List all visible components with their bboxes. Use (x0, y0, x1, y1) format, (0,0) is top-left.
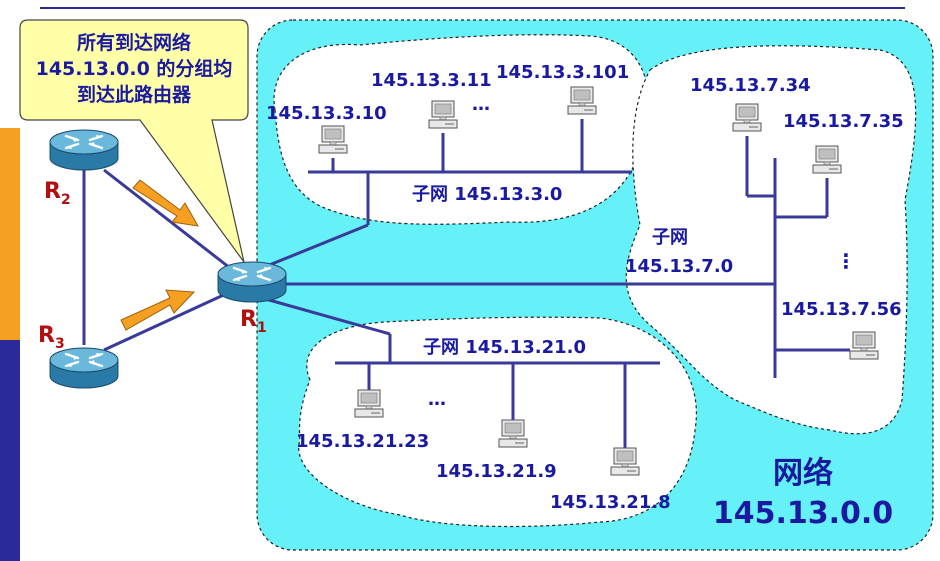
computer-icon (498, 419, 528, 448)
router-label-r2: R2 (44, 179, 71, 208)
callout-line: 到达此路由器 (77, 83, 192, 106)
links (82, 165, 775, 363)
host-label: 145.13.3.101 (496, 62, 629, 83)
host-label: 145.13.21.8 (550, 492, 671, 513)
router-icon (216, 260, 288, 304)
callout-box (19, 19, 249, 263)
router-label-r1: R1 (240, 307, 267, 336)
computer-icon (354, 389, 384, 418)
host-label: 145.13.3.10 (266, 103, 387, 124)
link-r3-r1 (103, 290, 231, 352)
ellipsis: … (428, 389, 446, 410)
host-label: 145.13.7.56 (781, 299, 902, 320)
side-band-blue (0, 340, 20, 561)
subnet-3-bus (308, 119, 632, 174)
computer-icon (318, 125, 348, 154)
router-icon (48, 346, 120, 390)
computer-icon (812, 145, 842, 174)
computer-icon (567, 86, 597, 115)
subnet-label: 子网 145.13.21.0 (423, 337, 586, 358)
callout-line: 所有到达网络 (77, 31, 191, 54)
router-icon (48, 128, 120, 172)
side-band-top (0, 0, 20, 128)
network-label: 网络 (773, 456, 833, 491)
network-address: 145.13.0.0 (713, 496, 893, 531)
subnet-label: 子网 145.13.3.0 (412, 184, 562, 205)
host-label: 145.13.3.11 (371, 70, 492, 91)
link-r1-subnet21 (261, 296, 391, 336)
ellipsis: … (472, 94, 490, 115)
host-label: 145.13.7.35 (783, 111, 904, 132)
subnet-21-bus (335, 361, 660, 448)
subnet-label: 145.13.7.0 (625, 256, 733, 277)
subnet-7-cloud (625, 45, 917, 435)
arrow-r2-to-r1 (132, 179, 199, 227)
subnet-label: 子网 (652, 227, 688, 248)
computer-icon (610, 447, 640, 476)
ellipsis: ⋮ (836, 249, 856, 273)
link-r1-subnet3 (261, 223, 369, 270)
host-label: 145.13.7.34 (690, 75, 811, 96)
callout-line: 145.13.0.0 的分组均 (36, 57, 233, 80)
computer-icon (849, 331, 879, 360)
computer-icon (428, 100, 458, 129)
subnet-7-bus (745, 136, 850, 378)
host-label: 145.13.21.23 (296, 431, 429, 452)
computer-icon (732, 103, 762, 132)
router-label-r3: R3 (38, 323, 65, 352)
subnet-21-cloud (298, 316, 697, 528)
host-label: 145.13.21.9 (436, 461, 557, 482)
side-band-orange (0, 128, 20, 340)
arrow-r3-to-r1 (120, 289, 196, 331)
link-r2-r1 (103, 168, 231, 270)
arrows (120, 179, 199, 331)
